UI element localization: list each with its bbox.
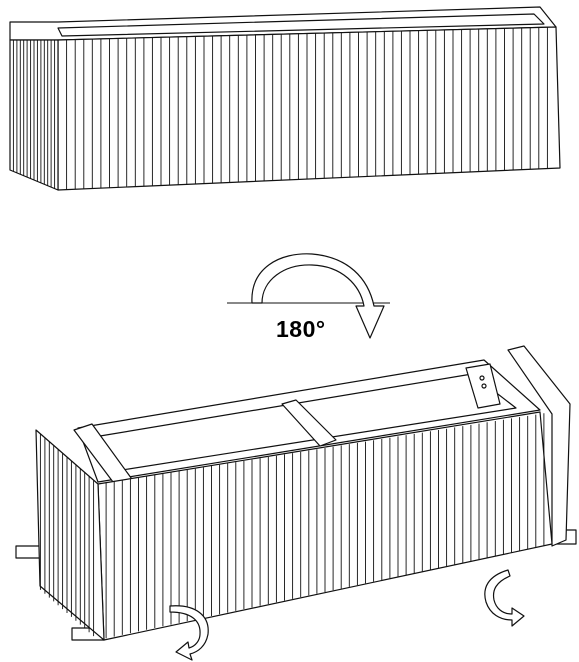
rotation-arc: [251, 253, 385, 339]
top-box-front-face: [57, 26, 561, 191]
bolt: [481, 383, 487, 389]
curved-arrow-left: [169, 605, 209, 661]
bolt: [479, 375, 485, 381]
planter-box-flipped: [15, 345, 577, 641]
right-end-panel: [507, 345, 571, 547]
frame-center-crossbar: [281, 399, 337, 447]
bottom-box-end-ribs: [39, 433, 95, 637]
bottom-box-end-face: [35, 429, 105, 641]
planter-box-upright: [9, 6, 561, 191]
support-foot-left: [15, 545, 41, 559]
curved-arrow-right: [484, 569, 525, 627]
rotation-arrow: [227, 253, 390, 339]
bottom-box-front-ribs: [105, 413, 545, 639]
top-box-end-ribs: [12, 40, 56, 189]
top-box-front-ribs: [66, 27, 548, 190]
top-box-rim-inner: [57, 13, 545, 37]
rotation-label: 180°: [276, 316, 326, 342]
